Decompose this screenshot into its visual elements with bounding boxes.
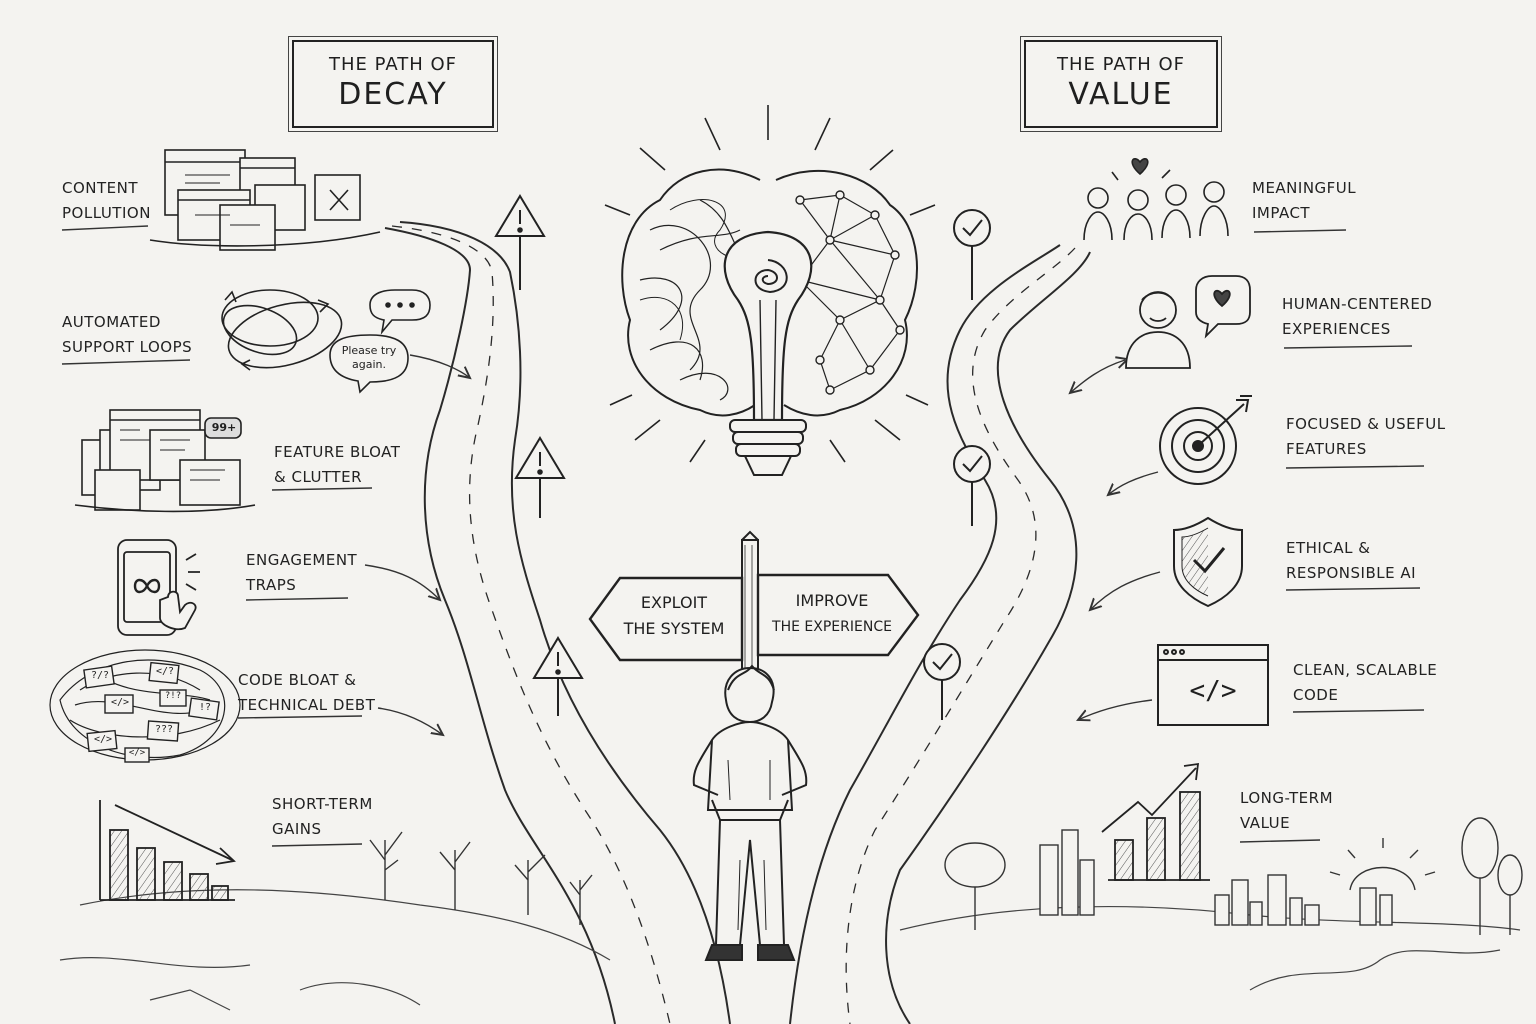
sign-exploit-line1: Exploit: [640, 593, 708, 612]
value-label-line1: Focused & Useful: [1286, 415, 1446, 433]
support-bubble-line2: again.: [352, 358, 386, 371]
sign-exploit-text: Exploit The System: [612, 590, 736, 642]
content-pollution-icon: [149, 149, 381, 251]
check-sign-icon: [953, 209, 991, 300]
decay-label-line2: Gains: [272, 820, 322, 838]
decay-road: [384, 221, 731, 1024]
feature-bloat-icon: [74, 409, 256, 513]
code-tag: ?/?: [90, 670, 110, 681]
code-bloat-icon: [49, 649, 241, 763]
value-label-clean-code: Clean, Scalable Code: [1293, 658, 1437, 708]
decay-label-line1: Automated: [62, 313, 161, 331]
decay-label-support-loops: Automated Support Loops: [62, 310, 192, 360]
decay-label-content-pollution: Content Pollution: [62, 176, 151, 226]
check-sign-icon: [923, 643, 961, 720]
lightbulb-brain-icon: [604, 105, 936, 476]
decay-label-line1: Engagement: [246, 551, 358, 569]
decay-label-line2: Traps: [246, 576, 297, 594]
sign-exploit-line2: The System: [623, 619, 725, 638]
code-tag: !?: [198, 702, 212, 713]
decay-label-short-term-gains: Short-Term Gains: [272, 792, 373, 842]
person-heart-bubble-icon: [1125, 275, 1251, 369]
support-bubble-line1: Please try: [341, 344, 397, 357]
decay-label-line1: Short-Term: [272, 795, 373, 813]
warning-sign-icon: [494, 194, 546, 290]
declining-bar-chart-icon: [99, 800, 236, 901]
value-title-line2: Value: [1068, 77, 1174, 112]
person-at-crossroads: [692, 664, 808, 961]
rising-bar-chart-icon: [1101, 762, 1210, 881]
decay-label-line1: Feature Bloat: [274, 443, 401, 461]
target-icon: [1159, 395, 1252, 485]
value-label-line1: Clean, Scalable: [1293, 661, 1438, 679]
value-connectors: [1070, 229, 1425, 843]
decay-title-box: The Path of Decay: [288, 36, 498, 132]
decay-label-line2: Pollution: [62, 204, 151, 222]
decay-label-line1: Content: [62, 179, 139, 197]
value-label-line1: Long-Term: [1240, 789, 1334, 807]
people-heart-icon: [1083, 158, 1229, 241]
code-tag: </>: [128, 748, 146, 758]
healthy-trees: [944, 817, 1523, 935]
warning-sign-icon: [514, 436, 566, 518]
value-label-line2: Responsible AI: [1286, 564, 1417, 582]
value-label-long-term-value: Long-Term Value: [1240, 786, 1333, 836]
code-tag: </>: [110, 697, 130, 708]
code-window-icon: [1157, 644, 1269, 726]
support-loop-icon: [221, 289, 431, 394]
code-tag: ?!?: [164, 691, 182, 701]
signpost: [588, 530, 920, 691]
check-sign-icon: [953, 445, 991, 526]
value-label-focused-features: Focused & Useful Features: [1286, 412, 1446, 462]
sign-exploit: [588, 576, 744, 662]
dead-trees: [369, 831, 593, 925]
sign-improve: [756, 573, 920, 657]
code-tag: ???: [154, 724, 174, 735]
value-label-line1: Human-Centered: [1282, 295, 1433, 313]
value-title-line1: The Path of: [1056, 54, 1186, 75]
code-window-label: </>: [1189, 676, 1237, 706]
code-tag: </>: [93, 734, 113, 745]
city-skyline-icon: [1039, 829, 1436, 926]
decay-label-line2: Technical Debt: [238, 696, 376, 714]
value-label-line2: Code: [1293, 686, 1339, 704]
value-label-line2: Value: [1240, 814, 1291, 832]
decay-label-code-bloat: Code Bloat & Technical Debt: [238, 668, 375, 718]
value-title-box: The Path of Value: [1020, 36, 1222, 132]
sign-improve-line1: Improve: [795, 591, 869, 610]
decay-connectors: [61, 225, 470, 847]
value-label-line2: Experiences: [1282, 320, 1391, 338]
decay-label-feature-bloat: Feature Bloat & Clutter: [274, 440, 400, 490]
warning-sign-icon: [532, 636, 584, 716]
decay-label-line2: & Clutter: [274, 468, 362, 486]
value-label-meaningful-impact: Meaningful Impact: [1252, 176, 1356, 226]
value-label-line2: Features: [1286, 440, 1367, 458]
decay-title-line2: Decay: [338, 77, 448, 112]
value-label-human-centered: Human-Centered Experiences: [1282, 292, 1432, 342]
decay-title-line1: The Path of: [328, 54, 458, 75]
value-label-line1: Ethical &: [1286, 539, 1371, 557]
shield-check-icon: [1173, 516, 1243, 608]
value-label-ethical-ai: Ethical & Responsible AI: [1286, 536, 1416, 586]
decay-label-engagement-traps: Engagement Traps: [246, 548, 357, 598]
decay-label-line1: Code Bloat &: [238, 671, 357, 689]
engagement-trap-phone-icon: [117, 539, 200, 636]
sign-improve-text: Improve The Experience: [762, 588, 902, 640]
value-label-line1: Meaningful: [1252, 179, 1357, 197]
support-bubble-text: Please try again.: [334, 344, 404, 372]
decay-label-line2: Support Loops: [62, 338, 193, 356]
value-label-line2: Impact: [1252, 204, 1311, 222]
notification-badge: 99+: [211, 421, 237, 434]
value-road: [789, 244, 1091, 1024]
sign-improve-line2: The Experience: [772, 619, 892, 635]
code-tag: </?: [155, 666, 175, 677]
